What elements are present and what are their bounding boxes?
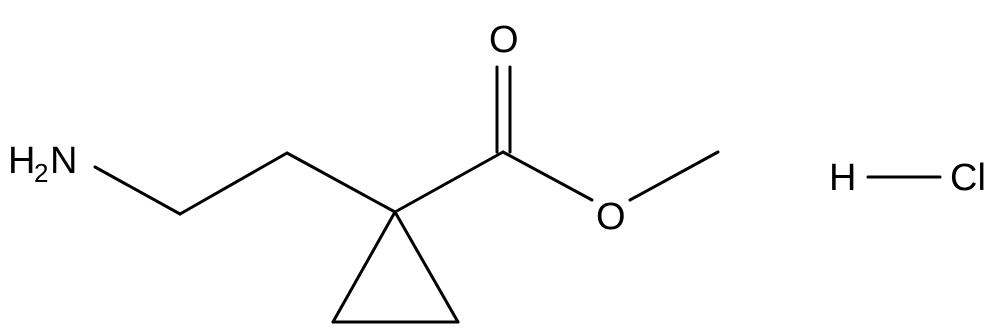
hcl-h-label: H <box>829 157 856 199</box>
bond-ring-right <box>393 210 460 324</box>
amine-h-label: H <box>8 140 35 182</box>
ester-o-label: O <box>596 196 626 238</box>
amine-n-label: N <box>50 140 77 182</box>
amine-h-count-label: 2 <box>34 158 48 188</box>
bond-ester-o-methyl <box>628 150 720 202</box>
bond-c2-cq <box>285 151 397 214</box>
bond-carbonyl-ester-o <box>501 150 594 202</box>
bond-ring-left <box>331 210 397 324</box>
bond-cq-carbonyl <box>393 150 505 214</box>
bond-c1-c2 <box>178 151 289 216</box>
carbonyl-o-label: O <box>489 19 519 61</box>
hcl-cl-label: Cl <box>950 157 986 199</box>
bond-n-c1 <box>93 165 182 216</box>
